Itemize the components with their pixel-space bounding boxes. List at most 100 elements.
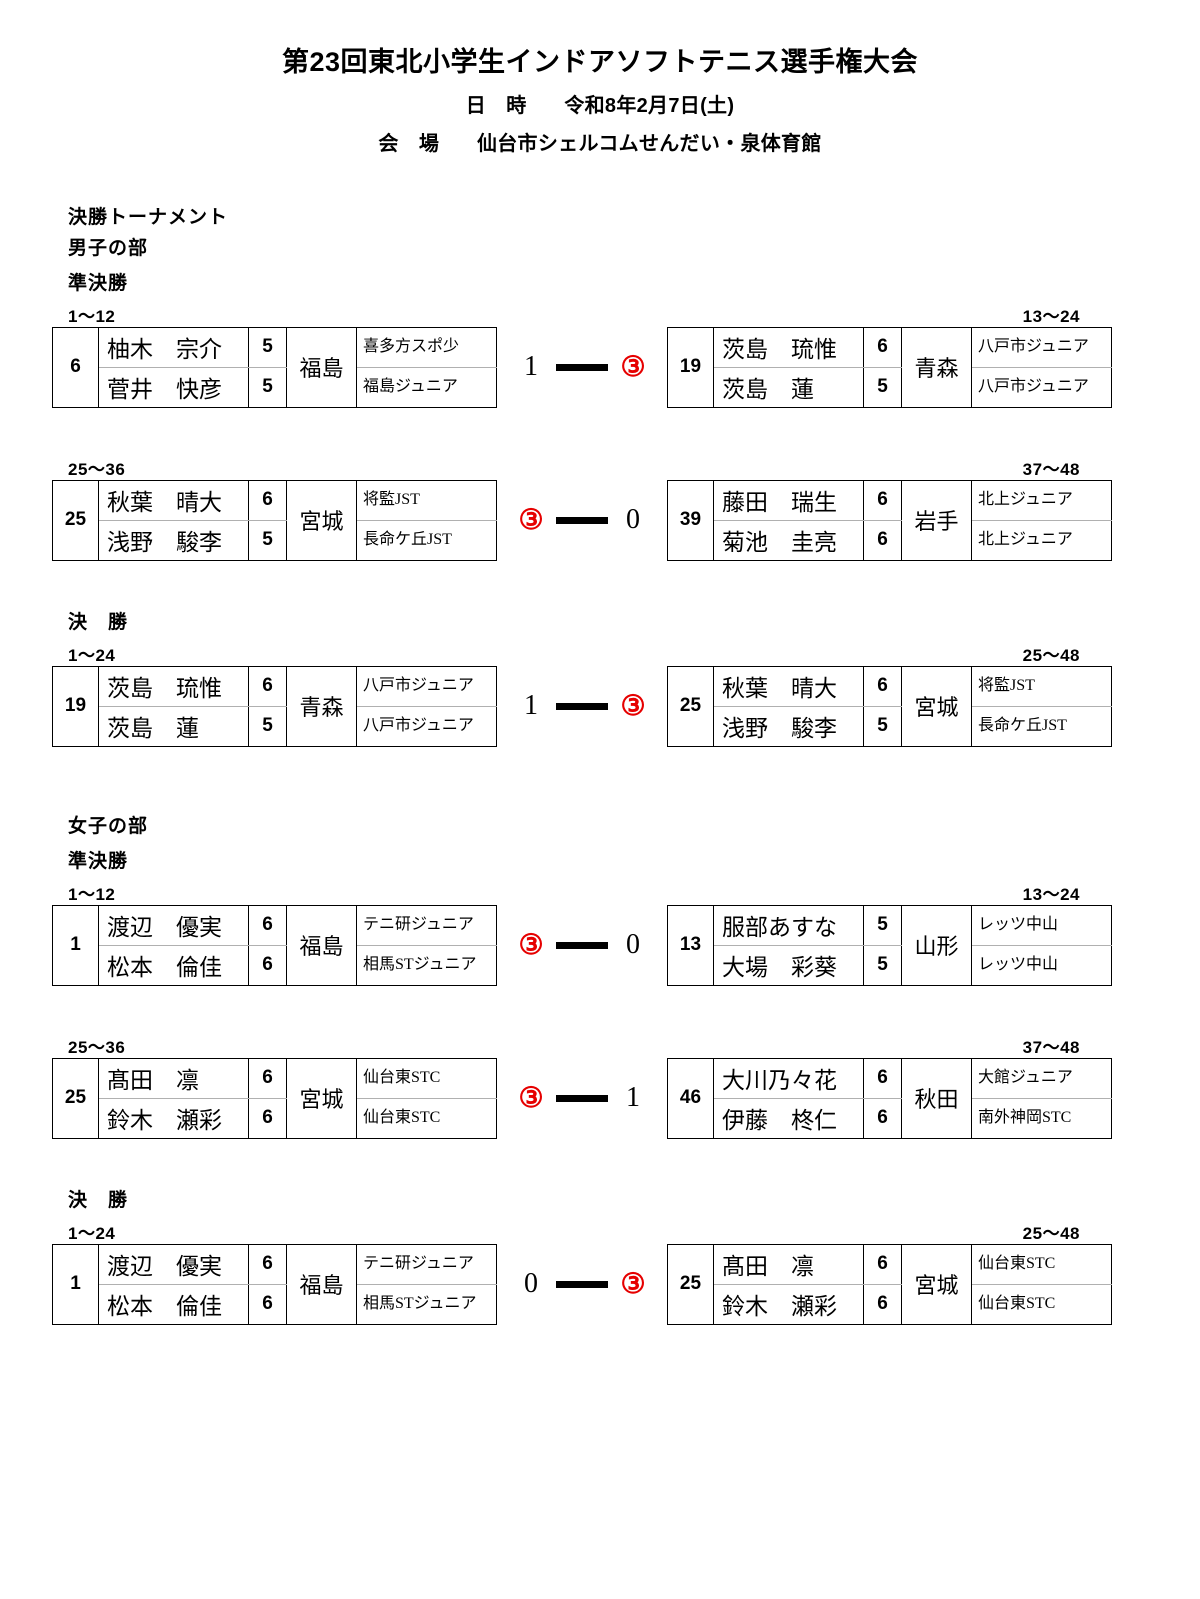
club-name: 将監JST <box>971 665 1112 707</box>
score-left: 1 <box>524 690 538 722</box>
player-grade: 5 <box>863 705 902 747</box>
player-grade: 6 <box>248 1097 287 1139</box>
player-name: 髙田 凛 <box>713 1243 864 1285</box>
round-label: 準決勝 <box>68 850 129 872</box>
venue-value: 仙台市シェルコムせんだい・泉体育館 <box>476 132 822 155</box>
seed-range-left: 25〜36 <box>68 1037 126 1057</box>
club-name: 北上ジュニア <box>971 479 1112 521</box>
seed-range-right: 25〜48 <box>1022 1223 1080 1243</box>
seed-number: 19 <box>667 326 714 408</box>
seed-range-right: 37〜48 <box>1022 1037 1080 1057</box>
score-right: 0 <box>626 929 640 961</box>
seed-number: 19 <box>52 665 99 747</box>
player-grade: 6 <box>248 1243 287 1285</box>
player-grade: 6 <box>863 479 902 521</box>
prefecture-name: 福島 <box>286 326 357 408</box>
seed-number: 25 <box>52 1057 99 1139</box>
player-grade: 5 <box>248 326 287 368</box>
prefecture-name: 宮城 <box>286 479 357 561</box>
player-name: 渡辺 優実 <box>98 904 249 946</box>
seed-number: 25 <box>52 479 99 561</box>
round-label: 準決勝 <box>68 272 129 294</box>
seed-range-row: 25〜36 37〜48 <box>52 1032 1132 1058</box>
player-grade: 6 <box>863 1243 902 1285</box>
date-value: 令和8年2月7日(土) <box>564 94 735 117</box>
prefecture-name: 青森 <box>286 665 357 747</box>
venue-label: 会 場 <box>378 132 440 155</box>
player-name: 菊池 圭亮 <box>713 519 864 561</box>
player-name: 茨島 琉惟 <box>713 326 864 368</box>
score-left: ③ <box>518 1083 544 1115</box>
player-name: 松本 倫佳 <box>98 1283 249 1325</box>
score-right: ③ <box>620 691 646 723</box>
seed-number: 13 <box>667 904 714 986</box>
tournament-label: 決勝トーナメント <box>68 206 229 228</box>
player-name: 茨島 蓮 <box>98 705 249 747</box>
player-grade: 5 <box>863 366 902 408</box>
club-name: テニ研ジュニア <box>356 1243 497 1285</box>
player-grade: 6 <box>248 1283 287 1325</box>
player-grade: 5 <box>248 705 287 747</box>
page-title: 第23回東北小学生インドアソフトテニス選手権大会 <box>281 47 919 77</box>
seed-number: 1 <box>52 904 99 986</box>
prefecture-name: 宮城 <box>286 1057 357 1139</box>
seed-number: 25 <box>667 1243 714 1325</box>
date-label: 日 時 <box>465 94 527 117</box>
player-grade: 6 <box>863 665 902 707</box>
score-left: 0 <box>524 1268 538 1300</box>
club-name: 仙台東STC <box>971 1243 1112 1285</box>
player-grade: 6 <box>863 1283 902 1325</box>
player-grade: 5 <box>248 519 287 561</box>
prefecture-name: 福島 <box>286 1243 357 1325</box>
club-name: 八戸市ジュニア <box>356 705 497 747</box>
player-name: 秋葉 晴大 <box>98 479 249 521</box>
prefecture-name: 宮城 <box>901 1243 972 1325</box>
player-name: 伊藤 柊仁 <box>713 1097 864 1139</box>
club-name: 北上ジュニア <box>971 519 1112 561</box>
club-name: 南外神岡STC <box>971 1097 1112 1139</box>
club-name: 福島ジュニア <box>356 366 497 408</box>
seed-range-right: 25〜48 <box>1022 645 1080 665</box>
seed-number: 39 <box>667 479 714 561</box>
event-date-line: 日 時 令和8年2月7日(土) <box>0 89 1200 118</box>
prefecture-name: 秋田 <box>901 1057 972 1139</box>
club-name: 相馬STジュニア <box>356 1283 497 1325</box>
seed-range-left: 25〜36 <box>68 459 126 479</box>
seed-number: 25 <box>667 665 714 747</box>
score-right: 0 <box>626 504 640 536</box>
player-name: 柚木 宗介 <box>98 326 249 368</box>
player-name: 松本 倫佳 <box>98 944 249 986</box>
score-separator-dash <box>556 941 608 949</box>
club-name: 大館ジュニア <box>971 1057 1112 1099</box>
